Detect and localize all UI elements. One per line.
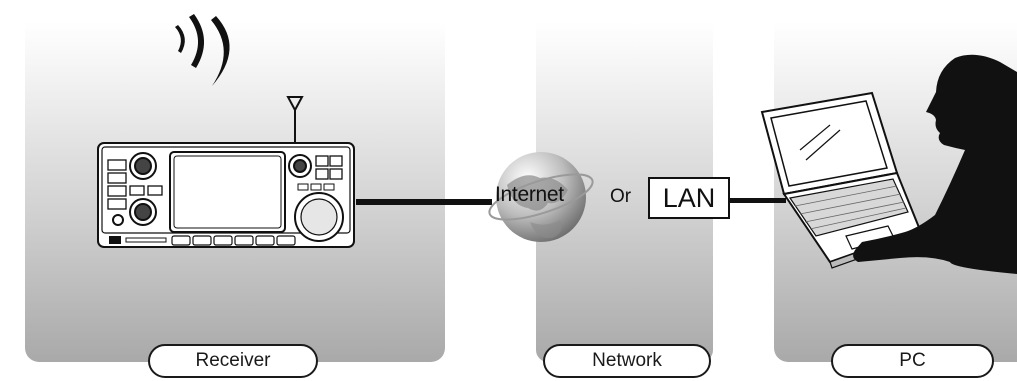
cable-receiver-to-network bbox=[356, 199, 492, 205]
or-label: Or bbox=[610, 186, 632, 207]
network-label: Network bbox=[543, 344, 711, 378]
cable-lan-to-pc bbox=[730, 198, 786, 203]
receiver-label-text: Receiver bbox=[195, 350, 271, 371]
pc-label-text: PC bbox=[899, 350, 926, 371]
internet-label: Internet bbox=[495, 183, 564, 206]
lan-box: LAN bbox=[648, 177, 730, 219]
radio-waves-icon bbox=[175, 14, 230, 86]
laptop-icon bbox=[760, 91, 923, 269]
person-silhouette-icon bbox=[853, 54, 1017, 274]
pc-label: PC bbox=[831, 344, 994, 378]
transceiver-icon bbox=[97, 142, 355, 248]
network-label-text: Network bbox=[592, 350, 662, 371]
lan-label: LAN bbox=[662, 182, 716, 213]
antenna-icon bbox=[286, 96, 304, 148]
receiver-label: Receiver bbox=[148, 344, 318, 378]
globe-icon bbox=[488, 152, 594, 242]
